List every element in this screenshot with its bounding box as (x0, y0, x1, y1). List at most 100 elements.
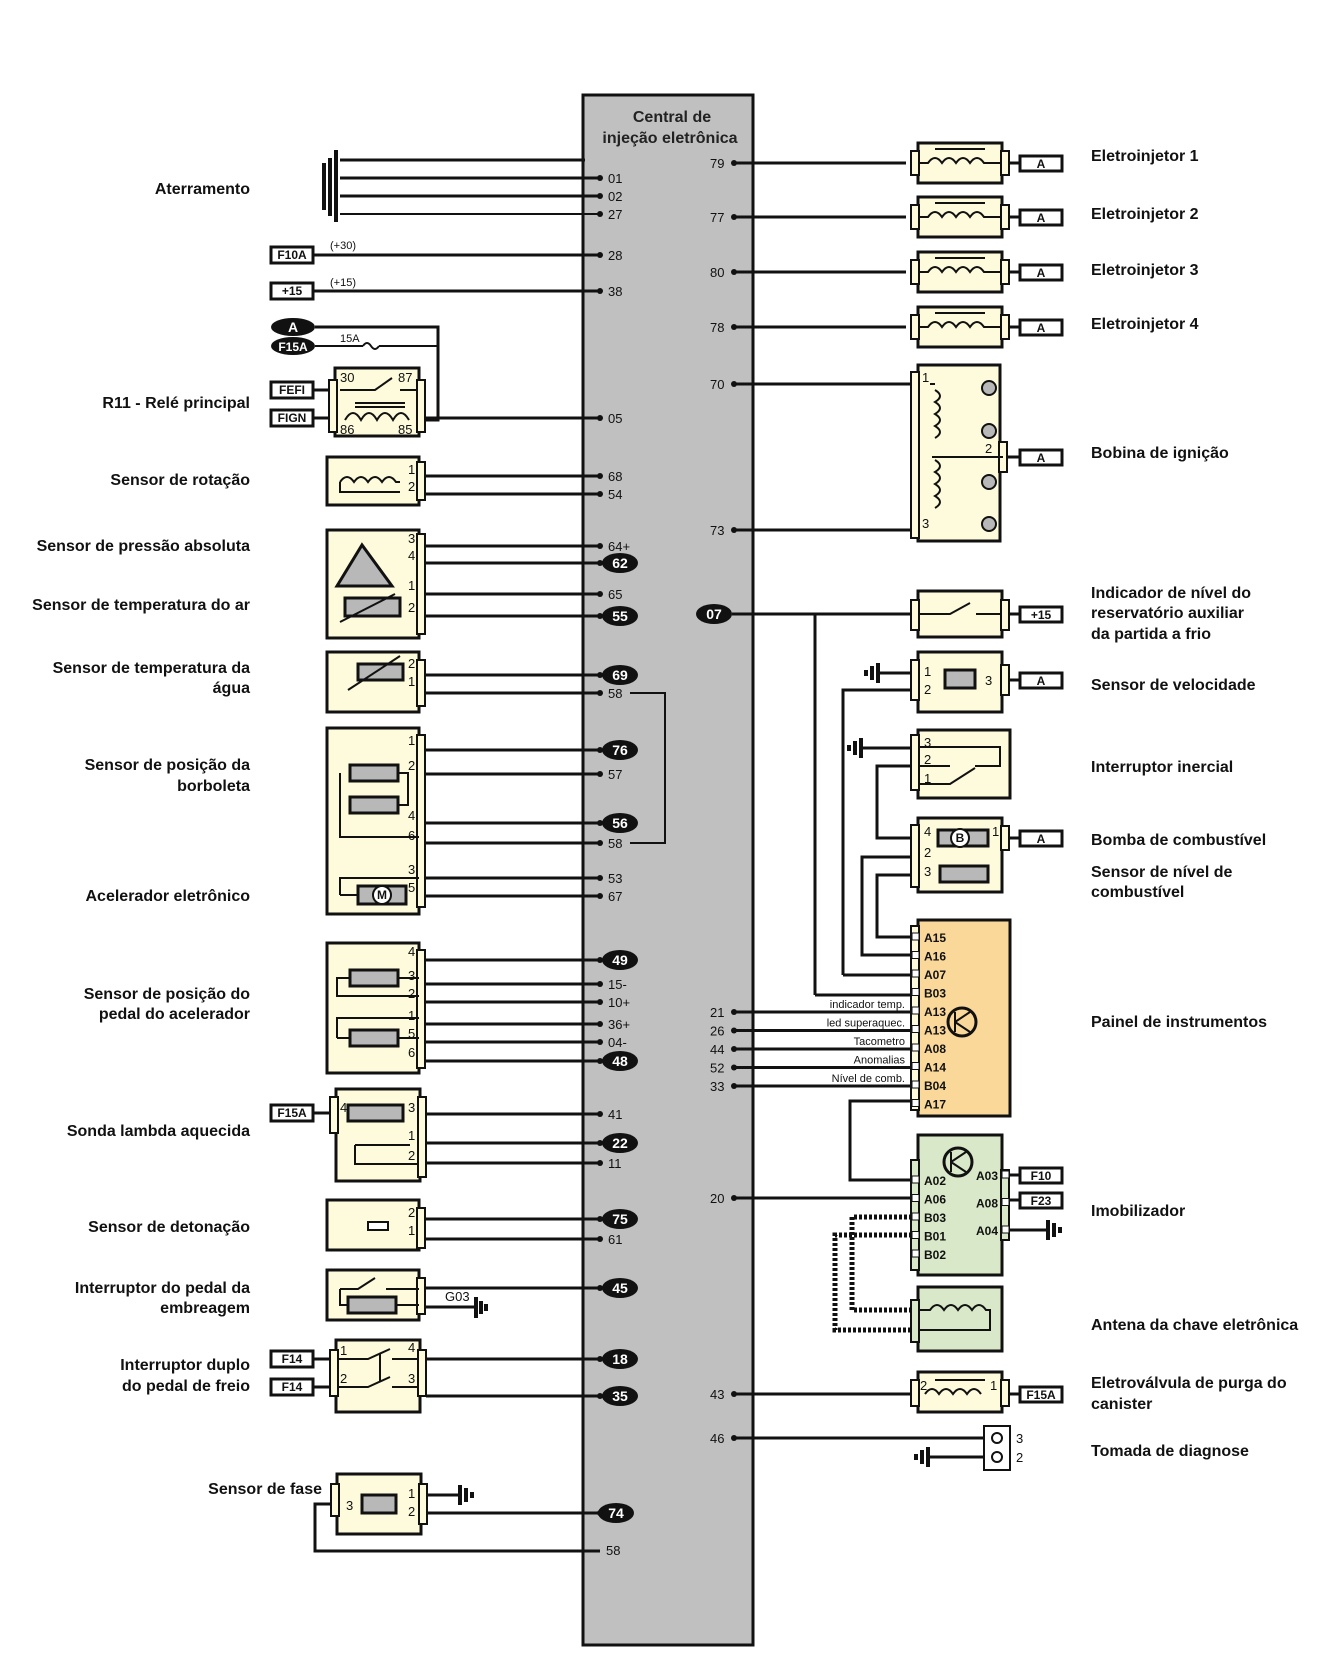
injector-coil-icon (919, 157, 1001, 165)
svg-text:41: 41 (608, 1107, 622, 1122)
injector-coil-icon (919, 211, 1001, 219)
svg-text:2: 2 (408, 1205, 415, 1220)
tag-a-pump (1018, 829, 1064, 848)
svg-text:70: 70 (710, 377, 724, 392)
label-inercial: Interruptor inercial (1091, 759, 1233, 776)
svg-text:35: 35 (612, 1388, 628, 1404)
svg-text:M: M (377, 888, 387, 902)
svg-text:1: 1 (922, 370, 929, 385)
svg-text:2: 2 (408, 1148, 415, 1163)
injector-coil-icon (919, 321, 1001, 329)
label-fase: Sensor de fase (208, 1481, 322, 1498)
tag-f10 (1018, 1166, 1064, 1185)
double-switch-icon (338, 1348, 419, 1388)
svg-text:2: 2 (408, 656, 415, 671)
svg-text:3: 3 (924, 864, 931, 879)
svg-text:1: 1 (924, 664, 931, 679)
svg-text:3: 3 (924, 735, 931, 750)
svg-text:64+: 64+ (608, 539, 630, 554)
panel-pin-a17: A17 (924, 1098, 946, 1112)
tag-plus15-reserv (1018, 605, 1064, 624)
panel-pin-a13: A13 (924, 1005, 946, 1019)
label-imobilizador: Imobilizador (1091, 1203, 1185, 1220)
pin-05: 05 (608, 411, 622, 426)
svg-text:3: 3 (408, 968, 415, 983)
throttle-body (325, 726, 421, 916)
pin58-link (630, 692, 666, 844)
svg-text:58: 58 (606, 1543, 620, 1558)
svg-text:3: 3 (408, 862, 415, 877)
svg-text:3: 3 (985, 673, 992, 688)
svg-text:5: 5 (408, 880, 415, 895)
injectors (731, 160, 906, 330)
svg-text:73: 73 (710, 523, 724, 538)
svg-text:+15: +15 (1031, 608, 1052, 622)
svg-text:10+: 10+ (608, 995, 630, 1010)
ecu-title-line1: Central de (633, 109, 711, 126)
injector-1: A (910, 141, 1064, 185)
svg-text:62: 62 (612, 555, 628, 571)
label-bomba: Bomba de combustível (1091, 832, 1266, 849)
svg-text:68: 68 (608, 469, 622, 484)
immo-pin-a03: A03 (976, 1169, 998, 1183)
svg-text:1: 1 (408, 733, 415, 748)
label-aterramento: Aterramento (155, 181, 250, 198)
panel-signal-label: indicador temp. (830, 999, 905, 1011)
svg-text:4: 4 (408, 1340, 415, 1355)
note-plus15: (+15) (330, 277, 356, 289)
relay-coil-icon (340, 377, 418, 423)
ecu-pin-21: 21 (710, 1005, 724, 1020)
injector-2: A (910, 195, 1064, 239)
svg-text:85: 85 (398, 422, 412, 437)
svg-text:2: 2 (408, 600, 415, 615)
svg-text:1: 1 (924, 771, 931, 786)
svg-text:77: 77 (710, 210, 724, 225)
svg-text:1: 1 (992, 824, 999, 839)
label-rotacao: Sensor de rotação (110, 472, 250, 489)
pin-01: 01 (608, 171, 622, 186)
tag-a-speed (1018, 671, 1064, 690)
label-antena: Antena da chave eletrônica (1091, 1317, 1298, 1334)
ground-icon (847, 738, 863, 758)
key-antenna (916, 1285, 1004, 1353)
svg-text:2: 2 (985, 441, 992, 456)
pressure-icon (334, 542, 395, 588)
canister-valve (916, 1370, 1004, 1414)
rotation-sensor (325, 455, 421, 507)
svg-text:53: 53 (608, 871, 622, 886)
svg-text:3: 3 (346, 1498, 353, 1513)
ground-icon (474, 1297, 488, 1318)
fuse-icon (362, 342, 380, 350)
pin-02: 02 (608, 189, 622, 204)
svg-text:07: 07 (706, 606, 722, 622)
svg-text:A: A (1037, 321, 1046, 335)
immo-pin-a02: A02 (924, 1174, 946, 1188)
panel-pin-b04: B04 (924, 1079, 946, 1093)
pin-38: 38 (608, 284, 622, 299)
transistor-icon (942, 1146, 974, 1178)
svg-text:2: 2 (1016, 1450, 1023, 1465)
label-inj4: Eletroinjetor 4 (1091, 316, 1199, 333)
svg-text:1: 1 (408, 1128, 415, 1143)
immo-pin-b02: B02 (924, 1248, 946, 1262)
svg-text:reservatório auxiliar: reservatório auxiliar (1091, 605, 1244, 622)
ecu-pin-33: 33 (710, 1079, 724, 1094)
svg-text:A: A (1037, 832, 1046, 846)
pin-28: 28 (608, 248, 622, 263)
svg-text:3: 3 (922, 516, 929, 531)
tag-a-coil (1018, 448, 1064, 467)
coil-windings-icon (930, 380, 1003, 532)
svg-text:borboleta: borboleta (177, 778, 250, 795)
label-bobina: Bobina de ignição (1091, 445, 1229, 462)
svg-text:78: 78 (710, 320, 724, 335)
svg-text:3: 3 (408, 531, 415, 546)
tag-a-injector (1018, 318, 1064, 337)
panel-pin-a16: A16 (924, 950, 946, 964)
panel-signal-label: led superaquec. (827, 1018, 905, 1030)
pin-27: 27 (608, 207, 622, 222)
svg-text:2: 2 (924, 845, 931, 860)
switch-icon (919, 602, 1001, 615)
svg-text:pedal do acelerador: pedal do acelerador (99, 1006, 250, 1023)
svg-text:3: 3 (408, 1371, 415, 1386)
svg-text:FIGN: FIGN (278, 411, 307, 425)
